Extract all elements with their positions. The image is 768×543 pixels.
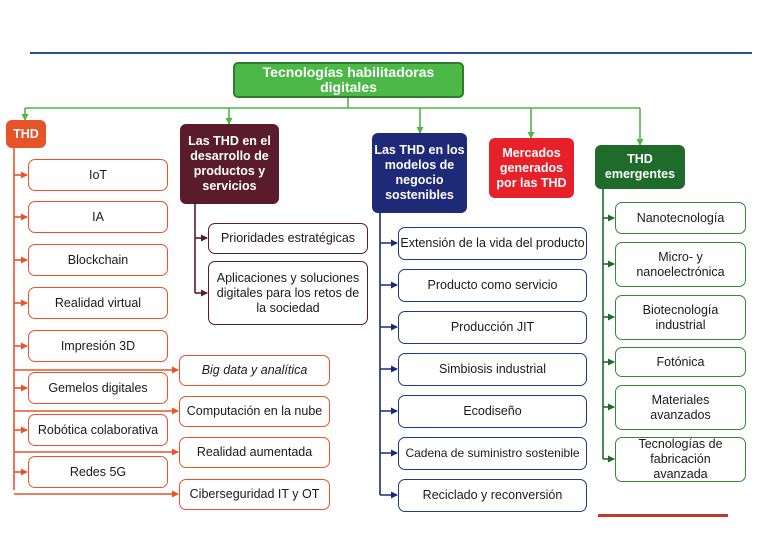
modelos-item: Ecodiseño bbox=[398, 395, 587, 428]
productos-item: Prioridades estratégicas bbox=[208, 223, 368, 254]
thd-item: Robótica colaborativa bbox=[28, 414, 168, 446]
modelos-item: Extensión de la vida del producto bbox=[398, 227, 587, 260]
emergentes-item: Biotecnología industrial bbox=[615, 295, 746, 340]
thd-item: Computación en la nube bbox=[179, 396, 330, 427]
modelos-item: Producción JIT bbox=[398, 311, 587, 344]
header-thd: THD bbox=[6, 120, 46, 148]
header-mercados: Mercados generados por las THD bbox=[489, 138, 574, 198]
emergentes-item: Materiales avanzados bbox=[615, 385, 746, 430]
header-emergentes: THD emergentes bbox=[595, 145, 685, 189]
thd-item: Realidad virtual bbox=[28, 287, 168, 319]
thd-item: Ciberseguridad IT y OT bbox=[179, 479, 330, 510]
thd-item: Gemelos digitales bbox=[28, 372, 168, 404]
root-title: Tecnologías habilitadoras digitales bbox=[233, 62, 464, 98]
thd-item: Impresión 3D bbox=[28, 330, 168, 362]
top-divider bbox=[30, 52, 752, 54]
thd-item: Redes 5G bbox=[28, 456, 168, 488]
modelos-item: Cadena de suministro sostenible bbox=[398, 437, 587, 470]
thd-item: IA bbox=[28, 201, 168, 233]
thd-item: Realidad aumentada bbox=[179, 437, 330, 468]
thd-item: Big data y analítica bbox=[179, 355, 330, 386]
bottom-divider bbox=[598, 514, 728, 517]
emergentes-item: Micro- y nanoelectrónica bbox=[615, 242, 746, 287]
header-productos: Las THD en el desarrollo de productos y … bbox=[180, 124, 279, 204]
emergentes-item: Tecnologías de fabricación avanzada bbox=[615, 437, 746, 482]
emergentes-item: Fotónica bbox=[615, 347, 746, 377]
thd-item: Blockchain bbox=[28, 244, 168, 276]
header-modelos: Las THD en los modelos de negocio sosten… bbox=[372, 133, 467, 213]
thd-item: IoT bbox=[28, 159, 168, 191]
modelos-item: Reciclado y reconversión bbox=[398, 479, 587, 512]
modelos-item: Simbiosis industrial bbox=[398, 353, 587, 386]
productos-item: Aplicaciones y soluciones digitales para… bbox=[208, 261, 368, 325]
emergentes-item: Nanotecnología bbox=[615, 202, 746, 234]
modelos-item: Producto como servicio bbox=[398, 269, 587, 302]
